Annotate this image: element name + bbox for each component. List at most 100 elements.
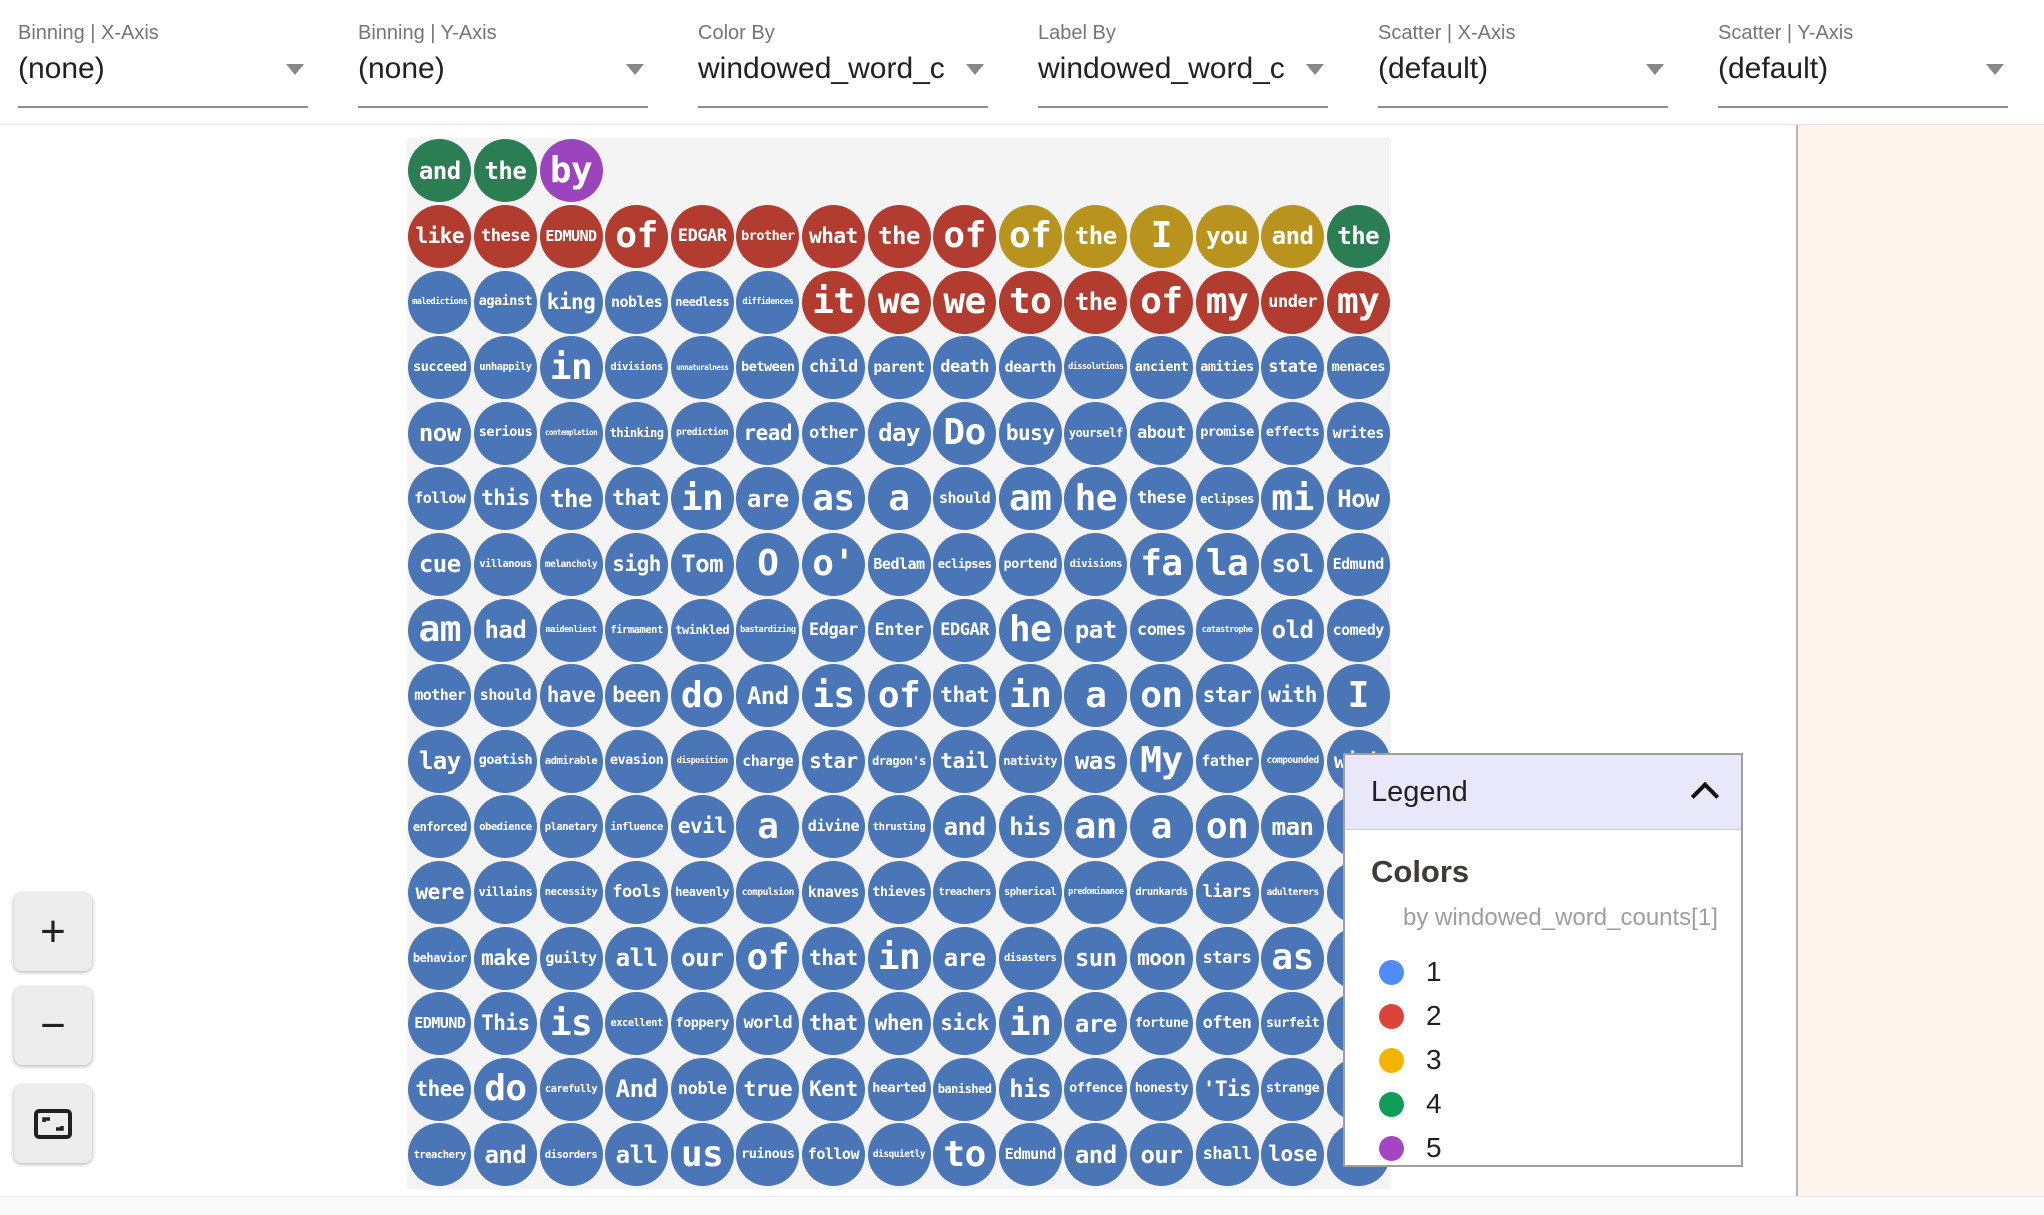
word-circle[interactable]: portend [998,532,1062,596]
word-circle[interactable]: the [1326,204,1390,268]
word-circle[interactable]: it [801,270,865,334]
word-circle[interactable]: fa [1129,532,1193,596]
word-circle[interactable]: EDMUND [408,992,472,1056]
word-circle[interactable]: were [408,860,472,924]
dropdown-arrow-icon[interactable] [626,64,644,75]
word-circle[interactable]: in [670,467,734,531]
word-circle[interactable]: is [539,992,603,1056]
word-circle[interactable]: are [933,926,997,990]
fit-to-screen-button[interactable] [14,1085,92,1163]
word-circle[interactable]: serious [473,401,537,465]
dropdown-arrow-icon[interactable] [1986,64,2004,75]
word-circle[interactable]: writes [1326,401,1390,465]
word-circle[interactable]: mi [1261,467,1325,531]
word-circle[interactable]: my [1326,270,1390,334]
word-circle[interactable]: diffidences [736,270,800,334]
word-circle[interactable]: divisions [1064,532,1128,596]
chevron-up-icon[interactable] [1690,781,1720,811]
word-circle[interactable]: under [1261,270,1325,334]
word-circle[interactable]: against [473,270,537,334]
word-circle[interactable]: fortune [1129,992,1193,1056]
word-circle[interactable]: of [867,664,931,728]
word-circle[interactable]: king [539,270,603,334]
word-circle[interactable]: we [867,270,931,334]
word-circle[interactable]: offence [1064,1057,1128,1121]
word-circle[interactable]: and [1064,1123,1128,1187]
word-circle[interactable]: that [801,992,865,1056]
word-circle[interactable]: EDGAR [670,204,734,268]
word-circle[interactable]: evil [670,795,734,859]
word-circle[interactable]: effects [1261,401,1325,465]
word-circle[interactable]: catastrophe [1195,598,1259,662]
word-circle[interactable]: state [1261,336,1325,400]
word-circle[interactable]: firmament [605,598,669,662]
word-circle[interactable]: what [801,204,865,268]
word-circle[interactable]: shall [1195,1123,1259,1187]
word-circle[interactable]: thinking [605,401,669,465]
word-circle[interactable]: thieves [867,860,931,924]
word-circle[interactable]: moon [1129,926,1193,990]
word-circle[interactable]: death [933,336,997,400]
word-circle[interactable]: yourself [1064,401,1128,465]
dropdown-arrow-icon[interactable] [1306,64,1324,75]
word-circle[interactable]: amities [1195,336,1259,400]
word-circle[interactable]: honesty [1129,1057,1193,1121]
word-circle[interactable]: nobles [605,270,669,334]
word-circle[interactable]: follow [408,467,472,531]
word-circle[interactable]: stars [1195,926,1259,990]
word-circle[interactable]: with [1261,664,1325,728]
word-circle[interactable]: and [408,139,472,203]
word-circle[interactable]: thrusting [867,795,931,859]
word-circle[interactable]: adulterers [1261,860,1325,924]
word-circle[interactable]: I [1129,204,1193,268]
word-circle[interactable]: surfeit [1261,992,1325,1056]
word-circle[interactable]: divine [801,795,865,859]
word-circle[interactable]: on [1129,664,1193,728]
word-circle[interactable]: promise [1195,401,1259,465]
word-circle[interactable]: of [605,204,669,268]
word-circle[interactable]: influence [605,795,669,859]
word-circle[interactable]: father [1195,729,1259,793]
word-circle[interactable]: on [1195,795,1259,859]
word-circle[interactable]: strange [1261,1057,1325,1121]
word-circle[interactable]: hearted [867,1057,931,1121]
word-circle[interactable]: all [605,1123,669,1187]
word-circle[interactable]: treachery [408,1123,472,1187]
word-circle[interactable]: you [1195,204,1259,268]
word-circle[interactable]: eclipses [1195,467,1259,531]
word-circle[interactable]: we [933,270,997,334]
word-circle[interactable]: knaves [801,860,865,924]
word-circle[interactable]: carefully [539,1057,603,1121]
word-circle[interactable]: nativity [998,729,1062,793]
word-circle[interactable]: are [736,467,800,531]
word-circle[interactable]: make [473,926,537,990]
word-circle[interactable]: disquietly [867,1123,931,1187]
word-circle[interactable]: the [473,139,537,203]
word-circle[interactable]: our [670,926,734,990]
word-circle[interactable]: villanous [473,532,537,596]
word-circle[interactable]: follow [801,1123,865,1187]
word-circle[interactable]: his [998,795,1062,859]
word-circle[interactable]: in [998,992,1062,1056]
word-circle[interactable]: necessity [539,860,603,924]
word-circle[interactable]: do [670,664,734,728]
word-circle[interactable]: obedience [473,795,537,859]
word-circle[interactable]: Do [933,401,997,465]
word-circle[interactable]: in [998,664,1062,728]
word-circle[interactable]: Edmund [998,1123,1062,1187]
word-circle[interactable]: our [1129,1123,1193,1187]
word-circle[interactable]: drunkards [1129,860,1193,924]
word-circle[interactable]: goatish [473,729,537,793]
word-circle[interactable]: child [801,336,865,400]
word-circle[interactable]: bastardizing [736,598,800,662]
word-circle[interactable]: lay [408,729,472,793]
dropdown-arrow-icon[interactable] [1646,64,1664,75]
word-circle[interactable]: banished [933,1057,997,1121]
word-circle[interactable]: are [1064,992,1128,1056]
word-circle[interactable]: enforced [408,795,472,859]
word-circle[interactable]: compounded [1261,729,1325,793]
word-circle[interactable]: Tom [670,532,734,596]
word-circle[interactable]: that [801,926,865,990]
word-circle[interactable]: star [1195,664,1259,728]
